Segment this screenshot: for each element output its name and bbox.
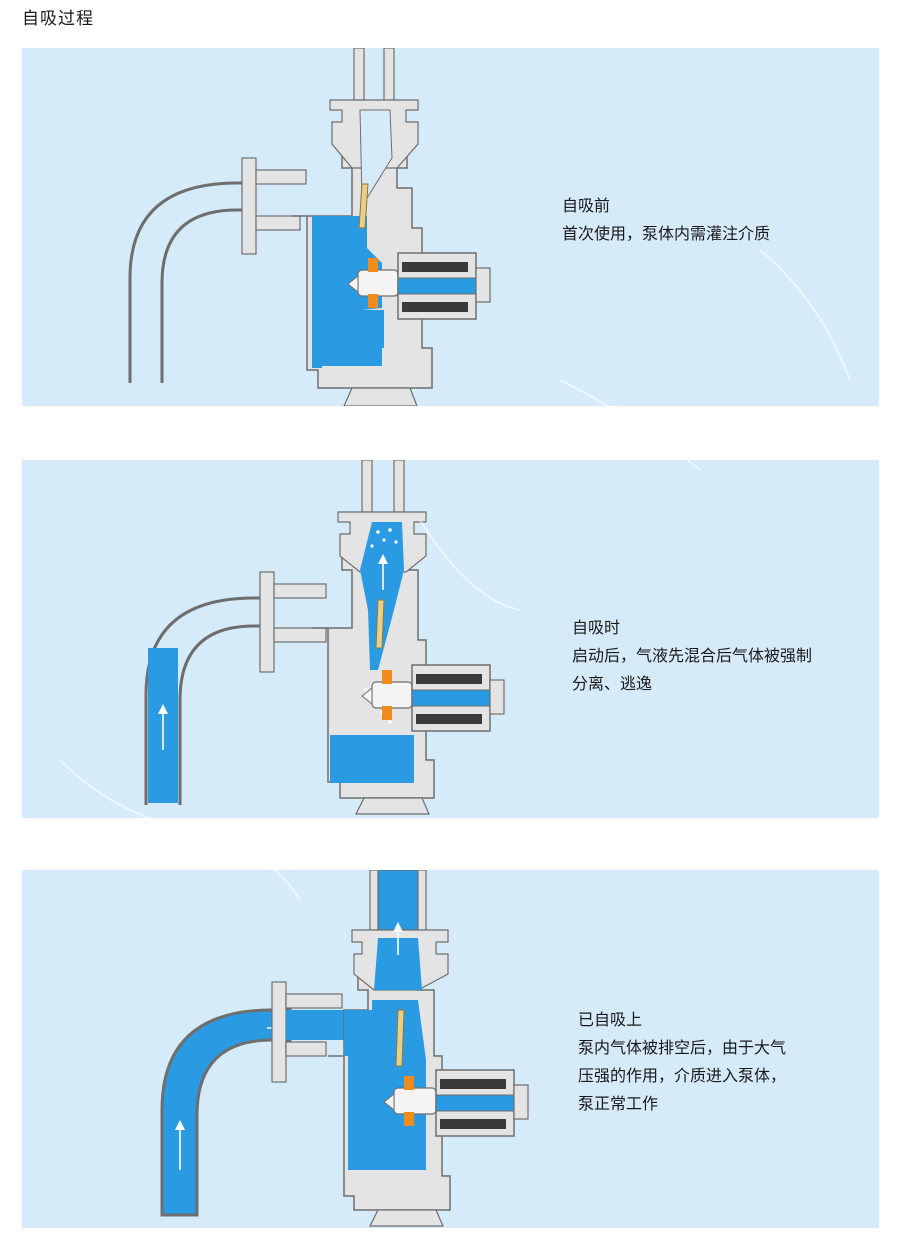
- flow-arrow-icon: [175, 1120, 185, 1130]
- impeller: [371, 681, 413, 709]
- stage-title: 自吸前: [562, 196, 611, 215]
- pump-foot: [369, 1209, 444, 1227]
- pump-foot: [355, 797, 430, 815]
- discharge-pipe: [377, 870, 419, 931]
- discharge-liquid: [374, 938, 422, 990]
- shaft: [411, 689, 499, 707]
- stage-caption-2: 自吸时 启动后，气液先混合后气体被强制 分离、逃逸: [572, 614, 812, 698]
- shaft: [397, 277, 485, 295]
- stage-line: 压强的作用，介质进入泵体，: [578, 1066, 787, 1085]
- flow-arrow-icon: [158, 704, 168, 714]
- stage-caption-3: 已自吸上 泵内气体被排空后，由于大气 压强的作用，介质进入泵体， 泵正常工作: [578, 1006, 786, 1118]
- flow-arrow-icon: [378, 554, 388, 564]
- stage-panel-3: 已自吸上 泵内气体被排空后，由于大气 压强的作用，介质进入泵体， 泵正常工作: [22, 870, 879, 1228]
- stage-caption-1: 自吸前 首次使用，泵体内需灌注介质: [562, 192, 770, 248]
- check-valve-flap: [395, 1009, 405, 1067]
- check-valve-flap: [375, 599, 385, 649]
- page-title: 自吸过程: [22, 9, 94, 29]
- pump-diagram-priming: [144, 460, 505, 815]
- suction-flange: [241, 157, 257, 255]
- impeller: [393, 1087, 437, 1115]
- stage-line: 分离、逃逸: [572, 674, 653, 693]
- discharge-pipe: [353, 48, 365, 101]
- shaft: [435, 1094, 523, 1112]
- pump-foot: [343, 387, 418, 406]
- stage-title: 已自吸上: [578, 1010, 643, 1029]
- discharge-pipe: [361, 460, 373, 513]
- stage-panel-1: 自吸前 首次使用，泵体内需灌注介质: [22, 48, 879, 406]
- suction-pipe: [160, 1008, 292, 1217]
- stage-panel-2: 自吸时 启动后，气液先混合后气体被强制 分离、逃逸: [22, 460, 879, 818]
- impeller: [357, 269, 399, 297]
- stage-line: 泵内气体被排空后，由于大气: [578, 1038, 787, 1057]
- stage-line: 启动后，气液先混合后气体被强制: [572, 646, 813, 665]
- priming-liquid: [312, 216, 382, 368]
- discharge-liquid: [360, 522, 404, 670]
- pump-diagram-primed: [160, 870, 529, 1227]
- flow-arrow-icon: [393, 922, 403, 932]
- suction-pipe: [128, 181, 256, 383]
- impeller-tip: [383, 1092, 395, 1112]
- check-valve-flap: [358, 183, 369, 229]
- stage-line: 泵正常工作: [578, 1094, 659, 1113]
- chamber-liquid: [344, 1000, 426, 1170]
- stage-title: 自吸时: [572, 618, 621, 637]
- bubble-icon: [364, 528, 398, 724]
- stage-line: 首次使用，泵体内需灌注介质: [562, 224, 771, 243]
- pump-diagram-before-priming: [128, 48, 491, 406]
- inlet-liquid: [286, 1010, 344, 1040]
- sump-liquid: [330, 735, 414, 783]
